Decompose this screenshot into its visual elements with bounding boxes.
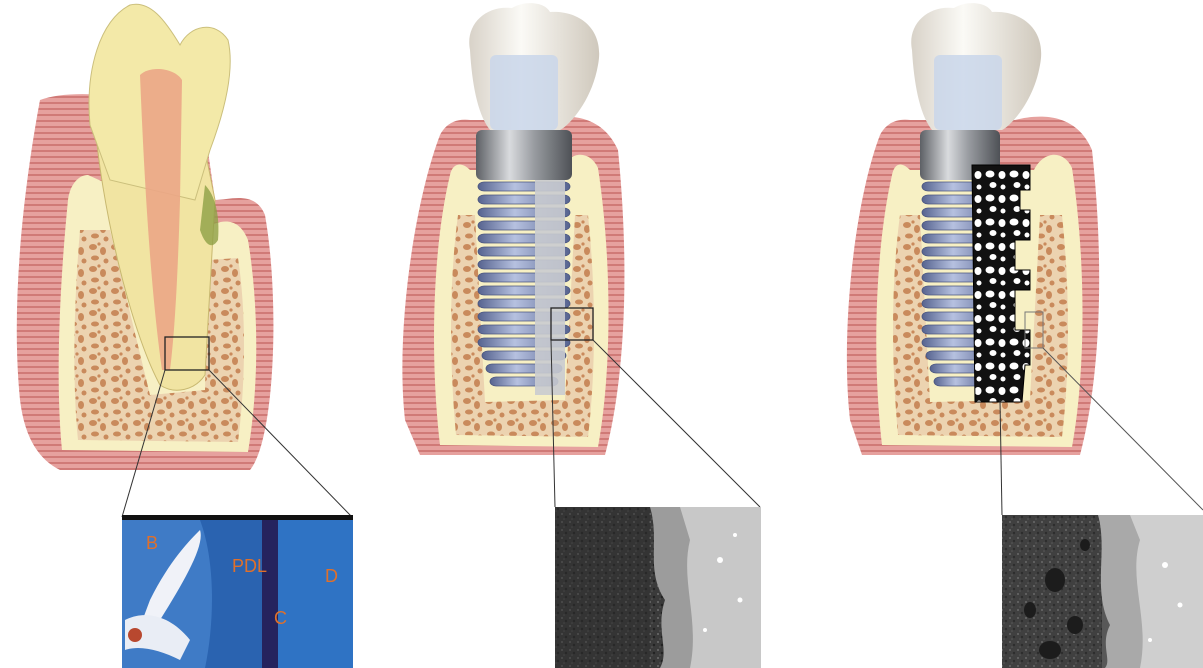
label-dentin: D <box>325 566 338 586</box>
label-cementum: C <box>274 608 287 628</box>
natural-tooth-panel <box>17 4 352 517</box>
micrograph-inset-implant <box>555 507 761 668</box>
scaffold-abutment-top <box>934 55 1002 130</box>
label-bone: B <box>146 533 158 553</box>
implant-collar <box>476 130 572 180</box>
zoom-line-implant-right <box>593 340 760 507</box>
micrograph-inset-scaffold <box>1002 515 1203 668</box>
abutment-top <box>490 55 558 130</box>
scaffold-implant-panel <box>847 3 1203 515</box>
histology-inset: B PDL D C <box>122 515 353 668</box>
coating-layer <box>535 180 565 395</box>
label-pdl: PDL <box>232 556 267 576</box>
implant-panel <box>402 3 760 507</box>
